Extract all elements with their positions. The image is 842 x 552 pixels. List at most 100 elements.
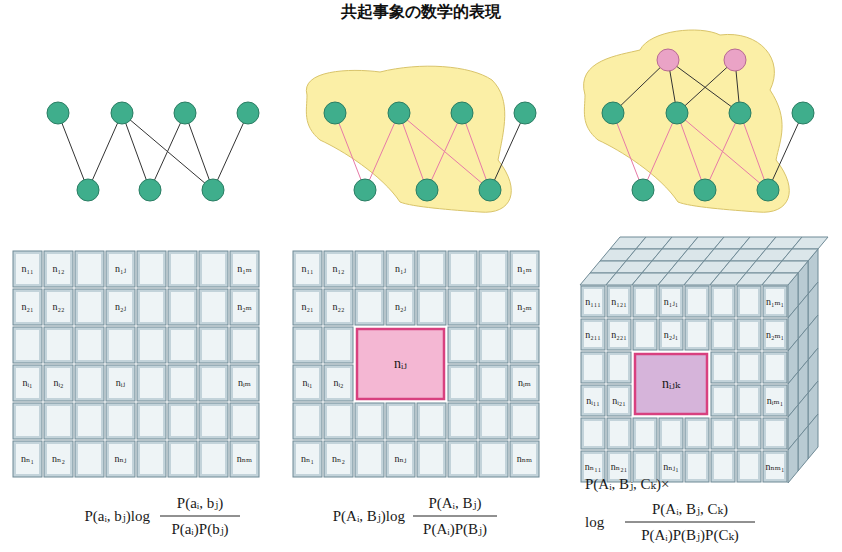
matrix-cell — [199, 327, 228, 363]
matrix-cell-face — [584, 289, 602, 314]
matrix-cell — [510, 441, 539, 477]
cell-label: n₁ⱼ — [115, 264, 126, 274]
matrix-cell — [137, 251, 166, 287]
matrix-cell-face — [636, 322, 654, 347]
matrix-cell — [44, 441, 73, 477]
matrix-cell — [659, 286, 683, 317]
matrix-cell-face — [327, 330, 350, 360]
matrix-cell — [13, 289, 42, 325]
matrix-cell-face — [714, 322, 732, 347]
graph-vertex — [657, 49, 746, 71]
matrix-cell — [737, 385, 761, 416]
matrix-cell-face — [513, 330, 536, 360]
formula-term: P(Aᵢ, Bⱼ, Cₖ)× — [585, 477, 670, 492]
matrix-cell — [230, 289, 259, 325]
matrix-cell-face — [740, 289, 758, 314]
matrix-cell-face — [327, 444, 350, 474]
matrix-cell-top — [772, 261, 808, 273]
cell-label: n₁₁ — [22, 264, 34, 274]
matrix-cell — [324, 403, 353, 439]
matrix-cell-face — [451, 330, 474, 360]
matrix-cell-side — [788, 438, 798, 483]
matrix-cell — [685, 451, 709, 482]
matrix-cell — [324, 289, 353, 325]
cell-label: nᵢ₁₁ — [586, 396, 600, 406]
matrix-cell-face — [662, 454, 680, 479]
matrix-cell — [106, 327, 135, 363]
matrix-cell — [324, 441, 353, 477]
matrix-cell-face — [109, 444, 132, 474]
cell-label: n₂ₘ — [517, 302, 532, 312]
matrix-cell-face — [766, 289, 784, 314]
matrix-cell-face — [482, 444, 505, 474]
matrix-cell — [711, 418, 735, 449]
matrix-cell — [293, 327, 322, 363]
matrix-cell — [417, 403, 446, 439]
cell-label: n₁ₘ₁ — [766, 297, 784, 307]
cell-label: nᵢ₂ — [333, 378, 343, 388]
matrix-cell-face — [140, 444, 163, 474]
matrix-cell — [386, 289, 415, 325]
formula-denominator: P(Aᵢ)P(Bⱼ)P(Cₖ) — [641, 528, 739, 543]
matrix-cell-face — [296, 330, 319, 360]
matrix-cell-face — [482, 406, 505, 436]
matrix-cell-face — [109, 254, 132, 284]
matrix-cell — [479, 289, 508, 325]
group-region — [306, 66, 511, 212]
matrix-cell — [355, 251, 384, 287]
matrix-cell — [763, 319, 787, 350]
matrix-cell-face — [584, 322, 602, 347]
matrix-cell-face — [610, 322, 628, 347]
matrix-cell — [581, 319, 605, 350]
matrix-cell-face — [584, 355, 602, 380]
matrix-cell — [44, 251, 73, 287]
cell-label: n₂ⱼ — [115, 302, 126, 312]
cell-label: nᵢₘ — [238, 378, 251, 388]
matrix-cell — [106, 251, 135, 287]
formula-denominator: P(Aᵢ)P(Bⱼ) — [423, 522, 487, 537]
matrix-cell-face — [78, 444, 101, 474]
cell-label: nₙₘ — [237, 454, 252, 464]
matrix-cell-face — [78, 406, 101, 436]
formula-numerator: P(Aᵢ, Bⱼ) — [428, 496, 481, 511]
cell-label: nₙ₂₁ — [611, 462, 627, 472]
formula-numerator: P(Aᵢ, Bⱼ, Cₖ) — [652, 502, 728, 517]
matrix-cell — [199, 289, 228, 325]
matrix-cell-face — [47, 368, 70, 398]
cell-label: nₙⱼ — [395, 454, 407, 464]
matrix-cell-face — [233, 368, 256, 398]
matrix-cell — [763, 286, 787, 317]
matrix-cell — [168, 365, 197, 401]
matrix-cell — [355, 403, 384, 439]
matrix-cell-face — [327, 368, 350, 398]
matrix-cell — [13, 251, 42, 287]
matrix-cell — [711, 352, 735, 383]
matrix-cell — [13, 441, 42, 477]
matrix-cell-face — [233, 330, 256, 360]
matrix-cell — [510, 251, 539, 287]
matrix-cell — [230, 251, 259, 287]
matrix-cell — [685, 286, 709, 317]
matrix-cell — [293, 365, 322, 401]
cell-label: n₂₂ — [53, 302, 65, 312]
matrix-cell-face — [140, 330, 163, 360]
matrix-cell-face — [740, 454, 758, 479]
matrix-cell — [168, 289, 197, 325]
matrix-cell-face — [420, 254, 443, 284]
matrix-cell-face — [766, 454, 784, 479]
matrix-cell — [106, 289, 135, 325]
matrix-cell — [633, 286, 657, 317]
matrix-cell — [324, 327, 353, 363]
fraction-bar — [625, 522, 755, 523]
matrix-cell-top — [762, 273, 798, 285]
matrix-cell — [355, 441, 384, 477]
matrix-cell-face — [233, 406, 256, 436]
formula-numerator: P(aᵢ, bⱼ) — [177, 496, 223, 511]
matrix-cell-face — [140, 406, 163, 436]
matrix-cell-face — [171, 330, 194, 360]
matrix-cell-face — [233, 444, 256, 474]
cell-label: n₂₁ — [302, 302, 314, 312]
graph-links — [613, 60, 803, 190]
matrix-cell-face — [662, 322, 680, 347]
matrix-cell-face — [766, 421, 784, 446]
